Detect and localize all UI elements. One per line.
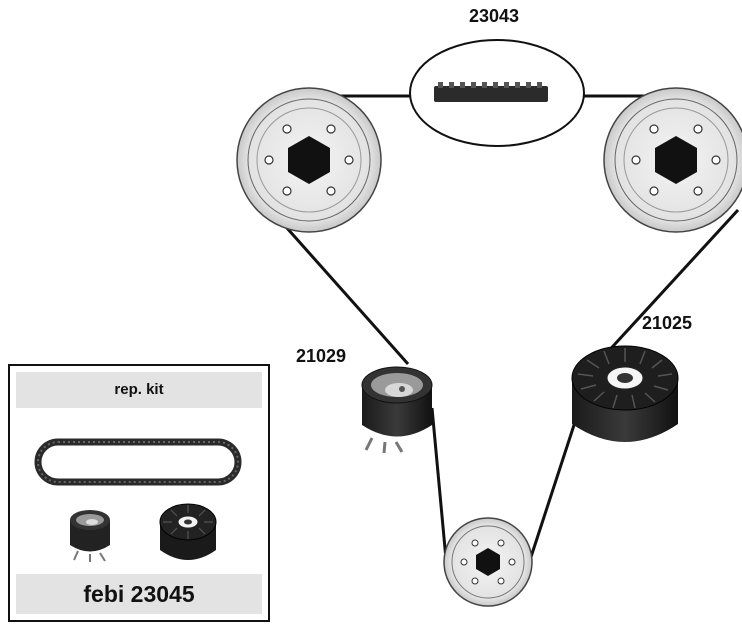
kit-tensioner [70,510,110,562]
kit-part-number: febi 23045 [16,574,262,614]
belt-part-number: 23043 [469,6,519,27]
belt-closeup [410,40,584,146]
idler-pulley [572,346,678,442]
tensioner-pulley [362,367,432,453]
left-camshaft-pulley [237,88,381,232]
repair-kit-box: rep. kit [8,364,270,622]
kit-belt [38,442,238,482]
tensioner-part-number: 21029 [296,346,346,367]
right-camshaft-pulley [604,88,742,232]
kit-idler [160,504,216,560]
idler-part-number: 21025 [642,313,692,334]
crankshaft-pulley [444,518,532,606]
kit-header: rep. kit [16,372,262,408]
kit-parts-illustration [10,410,268,578]
